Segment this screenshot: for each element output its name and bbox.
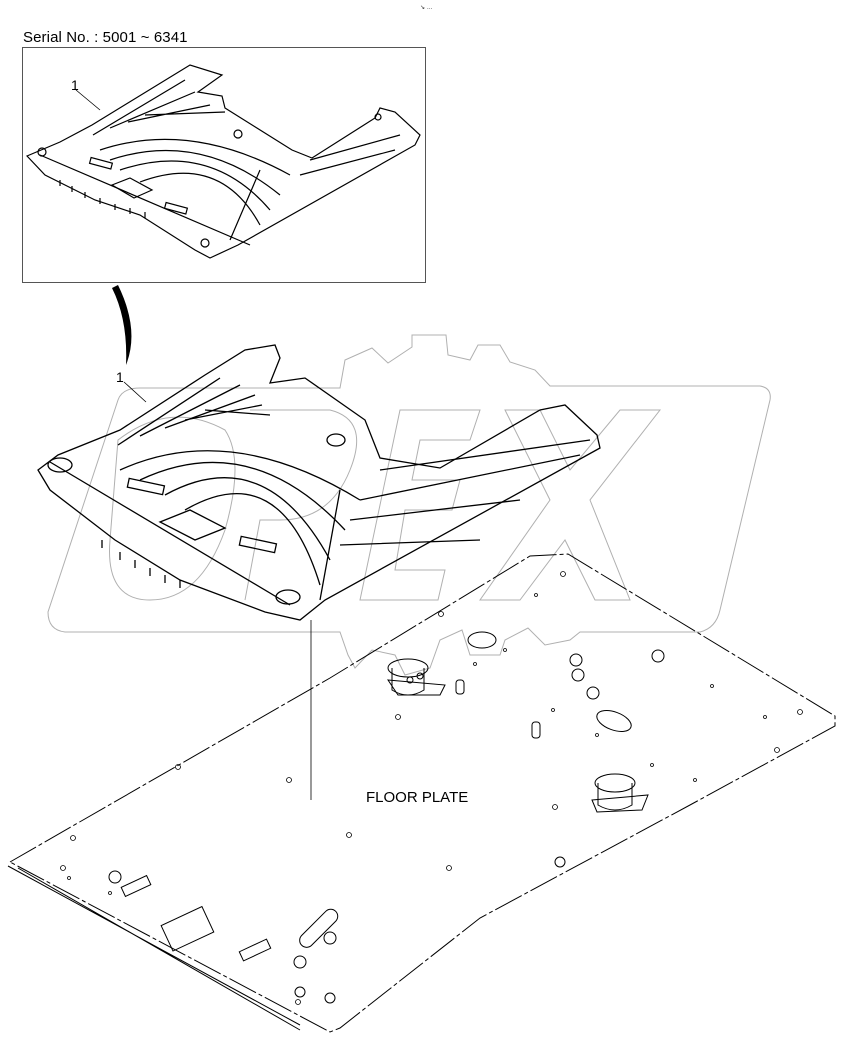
main-floor-mat (37, 344, 601, 621)
inset-floor-mat (25, 64, 421, 259)
inset-callout-number: 1 (71, 77, 79, 93)
main-callout-leader (123, 381, 147, 403)
floor-plate-holes (60, 571, 803, 1005)
floor-plate-drawing (7, 553, 836, 1033)
inset-callout-leader (75, 89, 101, 111)
grommet-right (591, 773, 649, 813)
serial-number-label: Serial No. : 5001 ~ 6341 (23, 29, 188, 46)
earlier-serial-inset-frame (22, 47, 426, 283)
watermark-logo (47, 334, 771, 676)
top-mark: ↘ … (420, 5, 433, 11)
floor-plate-label: FLOOR PLATE (366, 789, 469, 806)
transition-arrow (112, 285, 132, 365)
grommet-left (387, 658, 446, 696)
main-callout-number: 1 (116, 369, 124, 385)
